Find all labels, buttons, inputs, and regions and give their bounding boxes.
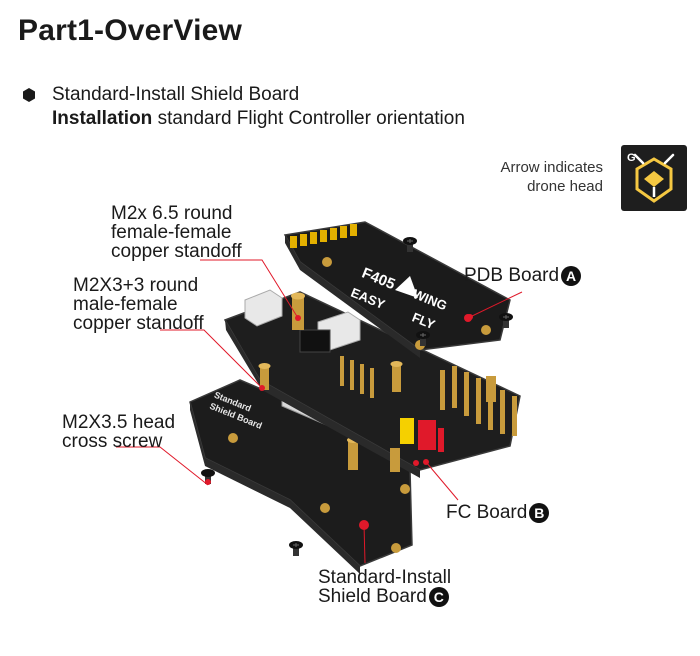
- orientation-note-line-1: Arrow indicates: [500, 159, 603, 176]
- svg-text:G: G: [627, 152, 636, 164]
- intro-line-1: Standard-Install Shield Board: [52, 84, 300, 105]
- callout-standoff-6-5-line-3: copper standoff: [111, 241, 242, 262]
- standoff-6-5-image: [291, 292, 305, 330]
- callout-standoff-3-3-line-3: copper standoff: [73, 313, 204, 334]
- page-title: Part1-OverView: [18, 14, 243, 47]
- callout-screw-line-1: M2X3.5 head: [62, 412, 176, 433]
- standoff-fc-bottom: [390, 448, 400, 472]
- callout-standoff-6-5-line-1: M2x 6.5 round: [111, 203, 233, 224]
- hexagon-bullet-icon: [23, 88, 35, 102]
- standoff-fc-right: [486, 376, 496, 402]
- intro-line-2-rest: standard Flight Controller orientation: [152, 108, 465, 129]
- callout-fc-label: FC Board: [446, 502, 528, 524]
- orientation-note: Arrow indicates drone head: [500, 158, 603, 196]
- callout-standoff-3-3: M2X3+3 round male-female copper standoff: [73, 276, 204, 333]
- badge-c: C: [428, 587, 449, 607]
- callout-screw-line-2: cross screw: [62, 431, 163, 452]
- intro-line-2: Installation standard Flight Controller …: [52, 107, 465, 131]
- fc-board-image: [223, 289, 521, 478]
- callout-standoff-3-3-line-1: M2X3+3 round: [73, 275, 199, 296]
- badge-b: B: [529, 503, 550, 523]
- screw-images: [201, 237, 513, 556]
- intro-line-2-bold: Installation: [52, 108, 153, 129]
- callout-standoff-6-5-line-2: female-female: [111, 222, 232, 243]
- callout-lines: [116, 259, 523, 564]
- callout-shield-label: Shield Board: [318, 586, 427, 608]
- callout-standoff-3-3-line-2: male-female: [73, 294, 178, 315]
- callout-screw: M2X3.5 head cross screw: [62, 413, 175, 451]
- orientation-note-line-2: drone head: [527, 178, 603, 195]
- badge-a: A: [561, 266, 582, 286]
- pdb-board-image: F405 WING EASY FLY: [283, 221, 511, 358]
- callout-standoff-6-5: M2x 6.5 round female-female copper stand…: [111, 204, 242, 261]
- callout-pdb-label: PDB Board: [464, 265, 560, 287]
- callout-shield-line-1: Standard-Install: [318, 567, 452, 588]
- bee-emblem-icon: G: [621, 145, 687, 211]
